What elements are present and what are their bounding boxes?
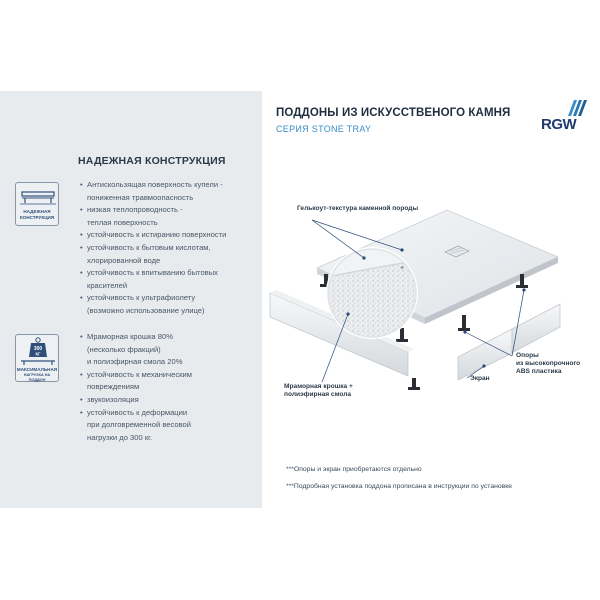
max-load-badge: 300 КГ МАКСИМАЛЬНАЯ НАГРУЗКА НА ПОДДОН [15,334,59,382]
page-subtitle: СЕРИЯ STONE TRAY [276,124,372,134]
footnote: ***Подробная установка поддона прописана… [286,483,513,490]
footnote: ***Опоры и экран приобретаются отдельно [286,466,422,473]
weight-unit: КГ [36,352,42,357]
list-item: звукоизоляция [80,394,258,407]
list-item: устойчивость к ультрафиолету (возможно и… [80,292,258,317]
brand-logo-text: RGW [541,116,577,133]
shower-tray-illustration: + [269,209,561,390]
label-marble: Мраморная крошка + полиэфирная смола [284,383,353,398]
feature-list-properties: Антискользящая поверхность купели - пони… [80,179,258,318]
badge-caption-line: НАГРУЗКА НА ПОДДОН [23,372,51,383]
list-item: устойчивость к деформации при долговреме… [80,407,258,445]
section-title: НАДЕЖНАЯ КОНСТРУКЦИЯ [78,155,226,167]
weight-value: 300 [34,346,43,352]
list-item: устойчивость к бытовым кислотам, хлориро… [80,242,258,267]
brand-logo-icon [568,100,587,116]
label-supports: Опоры из высокопрочного ABS пластика [516,352,581,375]
badge-caption-line: МАКСИМАЛЬНАЯ [16,367,58,372]
list-item: устойчивость к впитыванию бытовых красит… [80,267,258,292]
feature-list-material: Мраморная крошка 80% (несколько фракций)… [80,331,258,444]
plus-icon: + [400,265,404,272]
list-item: устойчивость к истиранию поверхности [80,229,258,242]
list-item: устойчивость к механическим повреждениям [80,369,258,394]
label-screen: Экран [470,375,490,382]
construction-badge: НАДЕЖНАЯ КОНСТРУКЦИЯ [15,182,59,226]
label-gelcoat: Гелькоут-текстура каменной породы [297,205,419,212]
list-item: Антискользящая поверхность купели - пони… [80,179,258,204]
list-item: Мраморная крошка 80% (несколько фракций)… [80,331,258,369]
weight-icon: 300 КГ [21,337,55,365]
shower-tray-icon [20,191,56,205]
page-title: ПОДДОНЫ ИЗ ИСКУССТВЕНОГО КАМНЯ [276,107,511,119]
badge-caption-line: НАДЕЖНАЯ [23,209,51,214]
list-item: низкая теплопроводность - теплая поверхн… [80,204,258,229]
badge-caption-line: КОНСТРУКЦИЯ [19,214,55,220]
